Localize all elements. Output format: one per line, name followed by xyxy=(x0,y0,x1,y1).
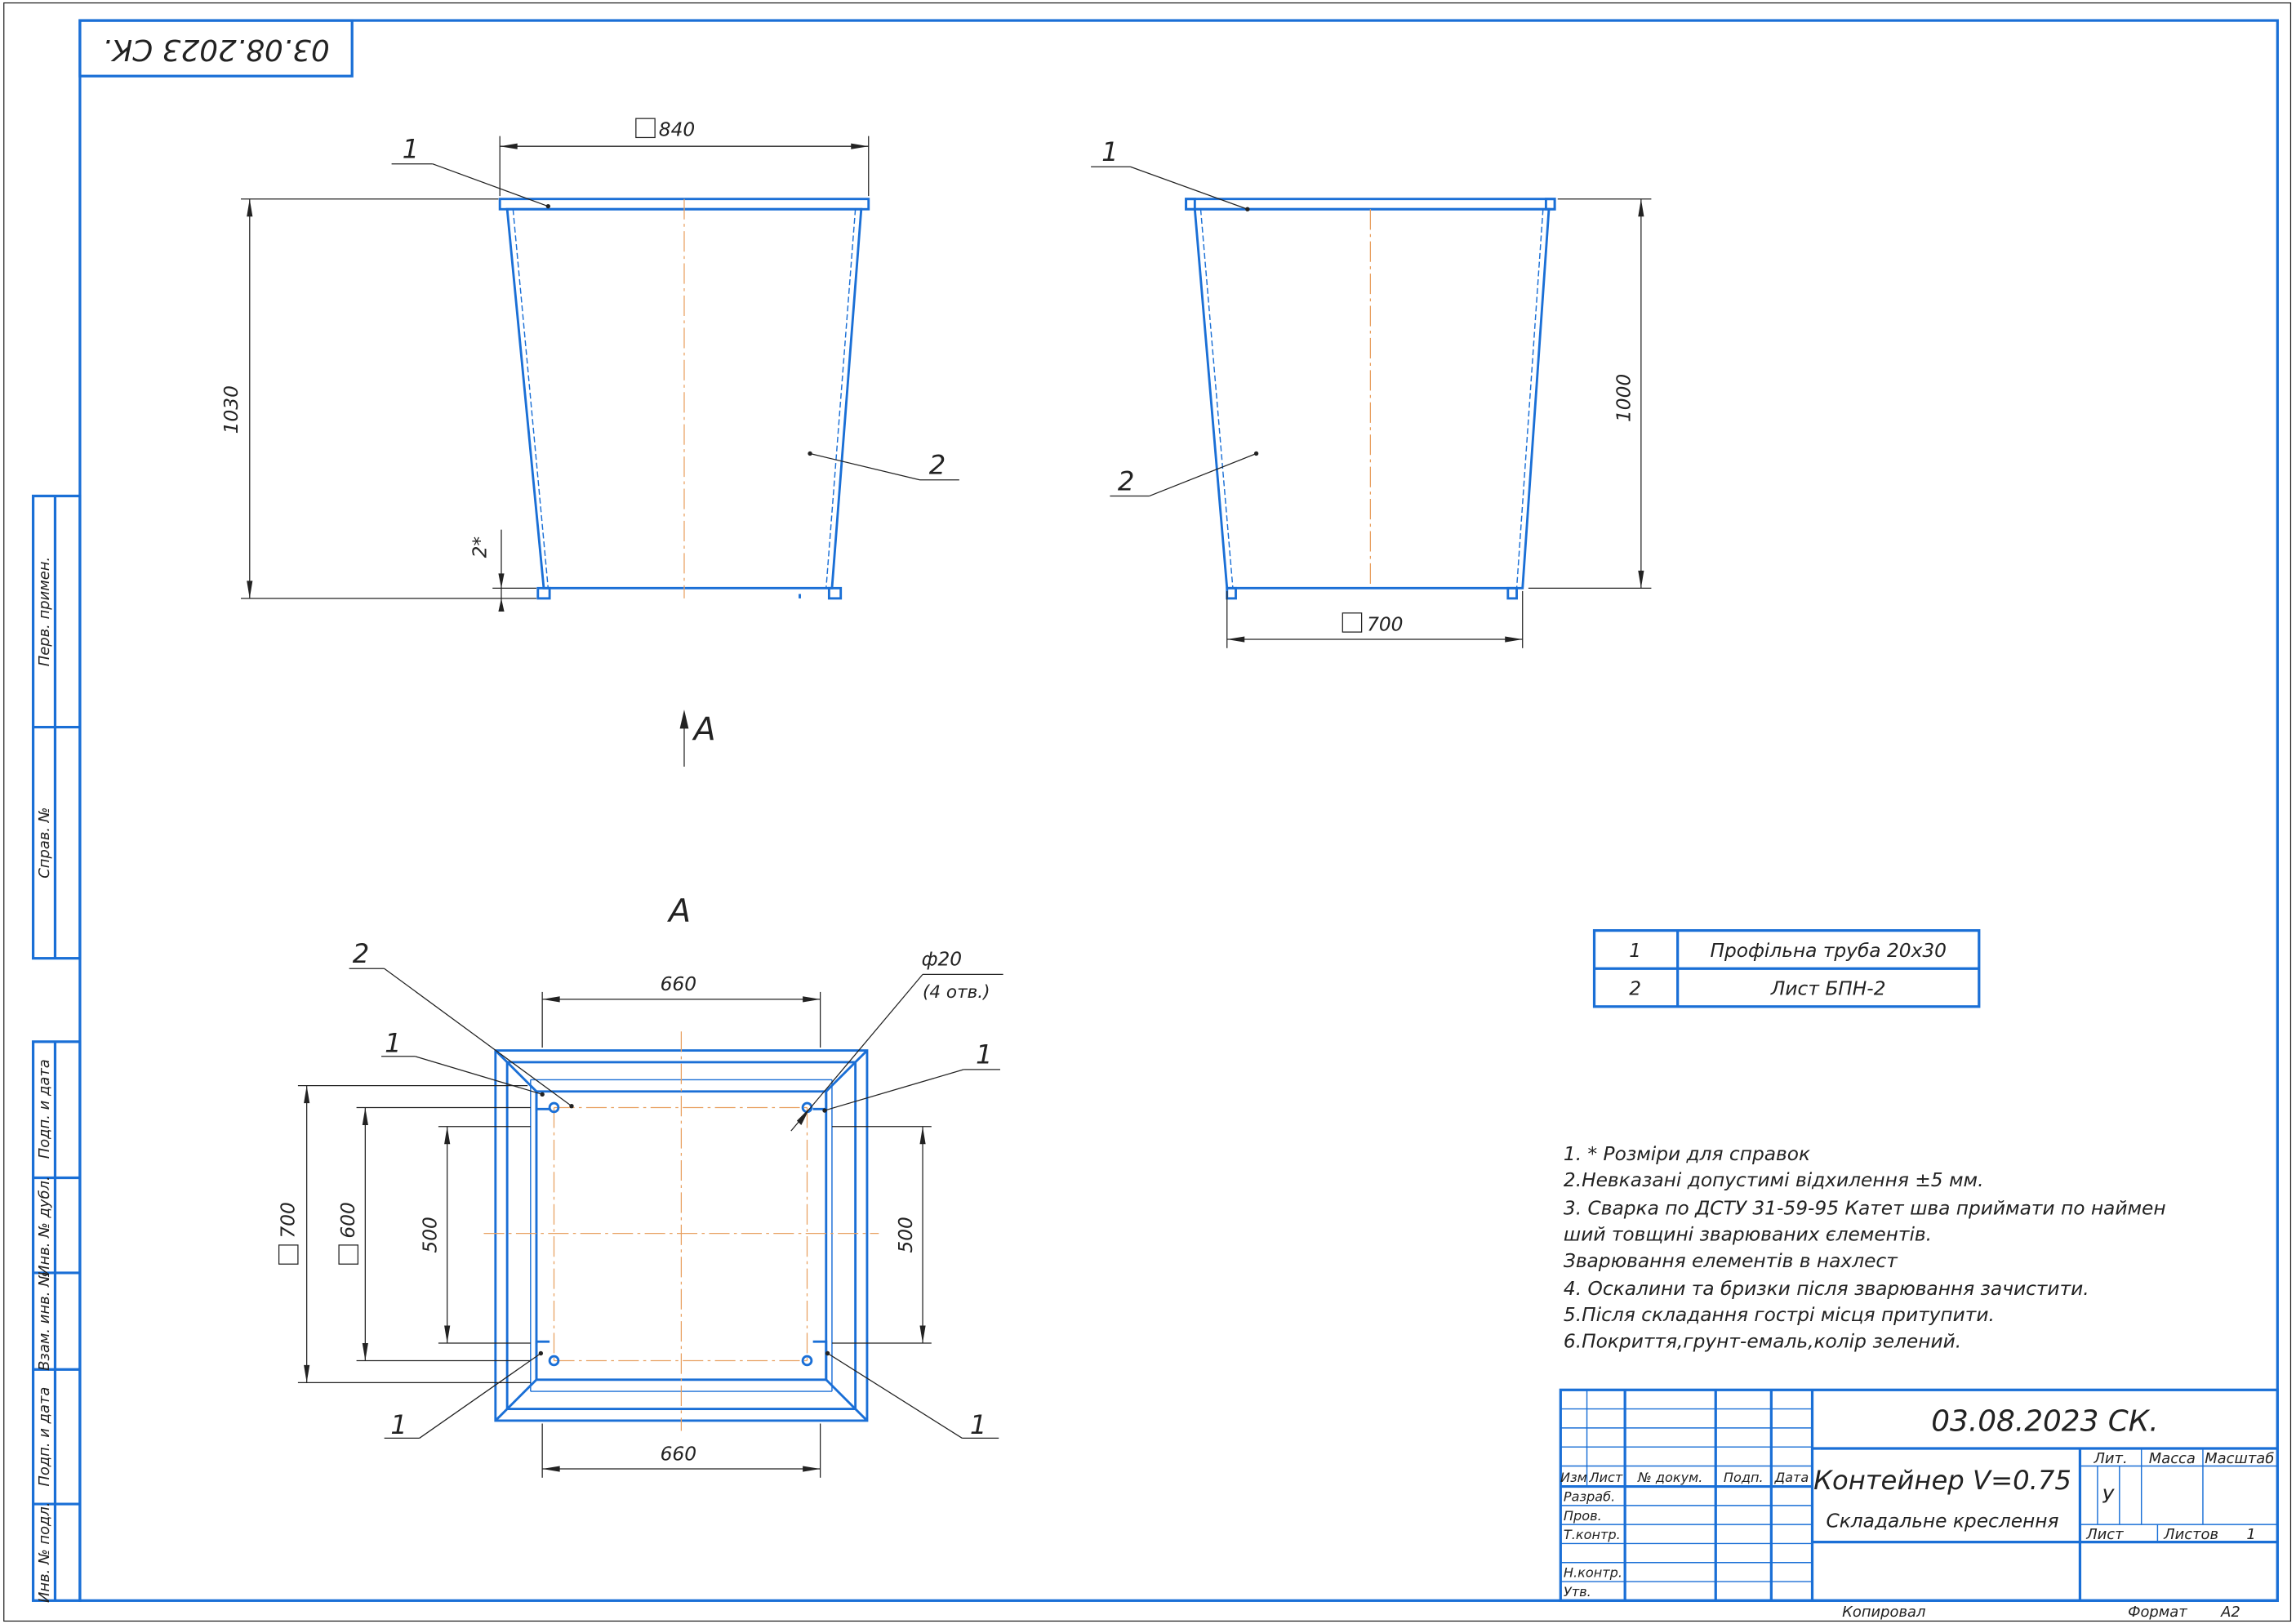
side-body xyxy=(1193,207,1551,590)
side-view: 1000 700 1 2 xyxy=(1091,136,1652,648)
dim-1000: 1000 xyxy=(1613,374,1635,422)
view-a-item-1-tl: 1 xyxy=(385,1027,402,1058)
strip-sprav: Справ. № xyxy=(36,808,53,879)
notes: 1. * Розміри для справок 2.Невказані доп… xyxy=(1564,1143,2166,1352)
dim-600: 600 xyxy=(337,1202,359,1238)
format-label: Формат xyxy=(2128,1604,2187,1621)
hole-bl xyxy=(548,1355,560,1367)
format-value: А2 xyxy=(2220,1604,2240,1621)
kopiroval: Копировал xyxy=(1842,1604,1925,1621)
row-prov: Пров. xyxy=(1564,1508,1602,1524)
top-stamp-text: 03.08.2023 СК. xyxy=(102,33,329,66)
row-utv: Утв. xyxy=(1564,1584,1591,1600)
strip-podl: Инв. № подл. xyxy=(36,1502,53,1603)
spec-row2-name: Лист БПН-2 xyxy=(1770,977,1886,999)
side-top-frame xyxy=(1185,198,1556,211)
left-foot xyxy=(536,586,551,600)
view-a: А 660 xyxy=(278,892,1003,1478)
hole-tl xyxy=(548,1101,560,1114)
note-line: 3. Сварка по ДСТУ 31-59-95 Катет шва при… xyxy=(1564,1197,2166,1219)
note-line: 1. * Розміри для справок xyxy=(1564,1143,1810,1165)
front-item-2: 2 xyxy=(929,450,946,481)
hole-callout: ф20 xyxy=(922,949,963,971)
masshtab-label: Масштаб xyxy=(2205,1450,2274,1467)
strip-perv: Перв. примен. xyxy=(36,557,53,666)
dim-500-left: 500 xyxy=(419,1217,441,1252)
list-label: Лист xyxy=(2085,1526,2124,1543)
view-a-item-1-br: 1 xyxy=(970,1409,987,1440)
view-a-item-1-tr: 1 xyxy=(976,1039,993,1070)
note-line: 4. Оскалини та бризки після зварювання з… xyxy=(1564,1278,2089,1300)
strip-vzam: Взам. инв. № xyxy=(36,1271,53,1371)
top-stamp-box xyxy=(78,19,354,78)
dim-840: 840 xyxy=(659,119,695,141)
listov-label: Листов xyxy=(2163,1526,2218,1543)
title-block: Изм Лист № докум. Подп. Дата Разраб. Про… xyxy=(1559,1388,2279,1602)
note-line: 2.Невказані допустимі відхилення ±5 мм. xyxy=(1564,1169,1984,1191)
hole-note: (4 отв.) xyxy=(923,982,990,1003)
hole-br xyxy=(801,1355,813,1367)
lit-value: У xyxy=(2102,1485,2115,1507)
note-line: 6.Покриття,грунт-емаль,колір зелений. xyxy=(1564,1330,1961,1352)
dim-660-bottom: 660 xyxy=(661,1443,696,1465)
col-izm: Изм xyxy=(1560,1470,1587,1485)
drawing-frame xyxy=(78,19,2279,1602)
front-item-1: 1 xyxy=(403,134,420,165)
view-a-item-2: 2 xyxy=(353,938,370,969)
strip-dubl: Инв. № дубл. xyxy=(36,1176,53,1276)
lit-label: Лит. xyxy=(2093,1450,2127,1467)
side-item-1: 1 xyxy=(1101,136,1119,167)
dim-700-side: 700 xyxy=(1367,613,1403,635)
spec-row2-pos: 2 xyxy=(1629,977,1641,999)
dim-1030: 1030 xyxy=(220,385,243,434)
view-arrow-label: А xyxy=(692,711,716,749)
spec-row1-name: Профільна труба 20х30 xyxy=(1710,940,1947,962)
doc-code: 03.08.2023 СК. xyxy=(1931,1404,2158,1438)
dim-500-right: 500 xyxy=(895,1217,917,1252)
dim-2star: 2* xyxy=(469,536,491,558)
row-nkontr: Н.контр. xyxy=(1564,1565,1622,1581)
side-item-2: 2 xyxy=(1118,465,1135,496)
spec-row1-pos: 1 xyxy=(1629,940,1641,962)
listov-value: 1 xyxy=(2246,1526,2255,1543)
note-line: ший товщині зварюваних єлементів. xyxy=(1564,1224,1932,1246)
col-list: Лист xyxy=(1588,1470,1622,1485)
drawing-type: Складальне креслення xyxy=(1826,1511,2058,1533)
sheet-border xyxy=(3,2,2292,1622)
note-line: Зварювання елементів в нахлест xyxy=(1564,1250,1898,1272)
spec-table: 1 Профільна труба 20х30 2 Лист БПН-2 xyxy=(1592,929,1981,1008)
row-tkontr: Т.контр. xyxy=(1564,1527,1621,1542)
front-view: 840 1030 2* 1 2 xyxy=(220,118,959,612)
side-strip: Перв. примен. Справ. № Подп. и дата Инв.… xyxy=(31,494,82,1603)
strip-podp2: Подп. и дата xyxy=(36,1387,53,1487)
product-name: Контейнер V=0.75 xyxy=(1813,1465,2071,1496)
note-line: 5.Після складання гострі місця притупити… xyxy=(1564,1304,1995,1326)
dim-700: 700 xyxy=(278,1202,300,1238)
view-arrow: А xyxy=(679,710,716,767)
strip-podp1: Подп. и дата xyxy=(36,1059,53,1159)
view-a-item-1-bl: 1 xyxy=(390,1409,407,1440)
col-data: Дата xyxy=(1774,1470,1809,1485)
col-doc: № докум. xyxy=(1637,1470,1702,1485)
row-razrab: Разраб. xyxy=(1564,1488,1615,1504)
massa-label: Масса xyxy=(2149,1450,2196,1467)
col-podp: Подп. xyxy=(1724,1470,1764,1485)
dim-660-top: 660 xyxy=(661,973,696,995)
square-symbol xyxy=(635,118,656,139)
view-a-title: А xyxy=(666,892,691,930)
right-foot xyxy=(827,586,843,600)
